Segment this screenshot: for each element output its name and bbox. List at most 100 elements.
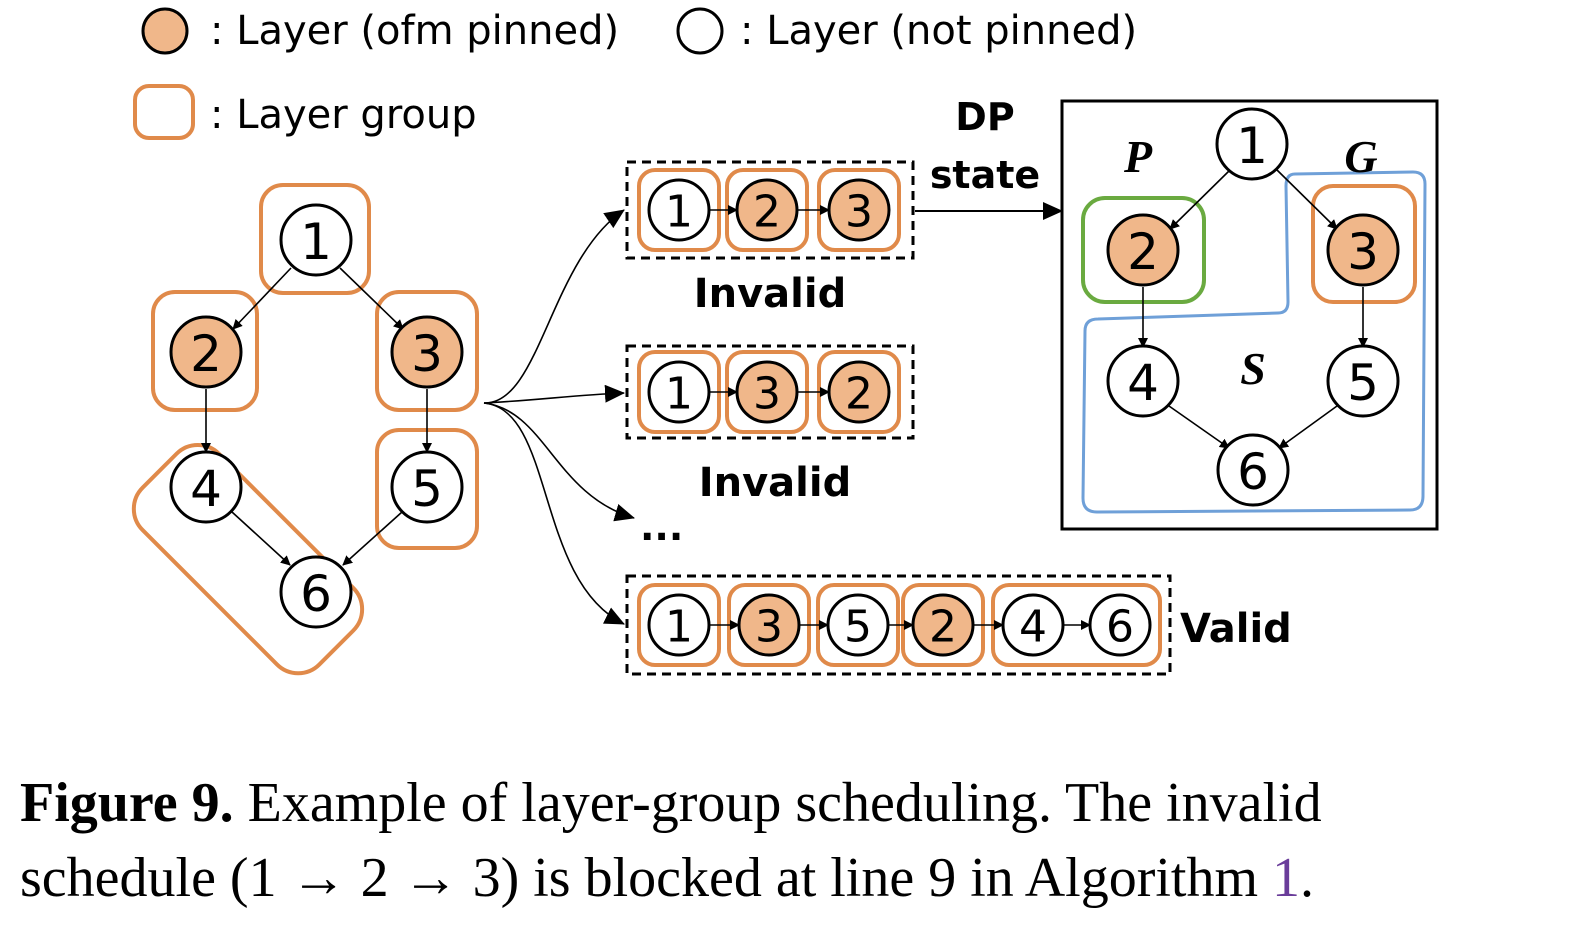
schedule-2-node-1: 1 (647, 360, 711, 424)
graph-node-1: 1 (279, 203, 353, 277)
dp-node-1-circle (1215, 107, 1289, 181)
dp-node-3-label: 3 (1347, 223, 1379, 281)
graph-node-4: 4 (169, 450, 243, 524)
group-box-1 (259, 183, 371, 295)
group-box-4-6 (131, 442, 365, 676)
schedule-1-node-1-circle (647, 178, 711, 242)
schedule-3-node-4: 2 (911, 593, 975, 657)
caption-end: . (1300, 847, 1315, 909)
schedule-3-node-3-circle (826, 593, 890, 657)
schedule-3-node-4-circle (911, 593, 975, 657)
dp-node-2-circle (1106, 213, 1180, 287)
caption-text-2: schedule (1 → 2 → 3) is blocked at line … (20, 847, 1273, 909)
legend-group-swatch (133, 84, 195, 140)
legend-pinned-swatch (141, 7, 189, 55)
dp-state-arrow-group: DP state (915, 95, 1063, 220)
schedule-3-node-1-label: 1 (665, 602, 693, 653)
schedule-2-frame (625, 344, 915, 440)
legend-pinned-label: : Layer (ofm pinned) (210, 8, 619, 54)
schedule-1-node-2: 2 (735, 178, 799, 242)
graph-node-1-label: 1 (300, 213, 332, 271)
schedule-3-node-3: 5 (826, 593, 890, 657)
schedule-3-node-6-circle (1088, 593, 1152, 657)
dp-edges (1138, 169, 1368, 449)
schedule-1-node-3-circle (827, 178, 891, 242)
graph-node-6: 6 (279, 555, 353, 629)
caption-line-2: schedule (1 → 2 → 3) is blocked at line … (20, 841, 1570, 916)
dp-node-2: 2 (1106, 213, 1180, 287)
schedule-1-node-2-circle (735, 178, 799, 242)
dp-node-1: 1 (1215, 107, 1289, 181)
schedule-3-node-5-label: 4 (1019, 602, 1047, 653)
graph-node-6-circle (279, 555, 353, 629)
schedule-3-node-6: 6 (1088, 593, 1152, 657)
dp-node-2-label: 2 (1127, 223, 1159, 281)
schedule-3-node-2-label: 3 (755, 602, 783, 653)
schedule-2-node-2-label: 3 (753, 369, 781, 420)
schedule-2-node-3: 2 (827, 360, 891, 424)
graph-node-5-circle (390, 450, 464, 524)
dp-node-1-label: 1 (1236, 117, 1268, 175)
dp-node-4: 4 (1106, 344, 1180, 418)
graph-node-2: 2 (169, 315, 243, 389)
dp-node-3: 3 (1326, 213, 1400, 287)
schedule-3-node-1: 1 (647, 593, 711, 657)
dp-g-group-box (1311, 184, 1417, 304)
schedule-3-node-5-circle (1001, 593, 1065, 657)
graph-node-5-label: 5 (411, 460, 443, 518)
dp-node-4-circle (1106, 344, 1180, 418)
schedule-2-node-3-label: 2 (845, 369, 873, 420)
dp-node-3-circle (1326, 213, 1400, 287)
graph-node-2-label: 2 (190, 325, 222, 383)
dp-nodes: 1 2 3 4 5 6 (1106, 107, 1400, 507)
schedule-2-status-label: Invalid (699, 460, 851, 506)
dp-s-label: S (1240, 343, 1266, 394)
fan-out-arrows (483, 209, 635, 625)
schedule-3-status-label: Valid (1180, 606, 1292, 652)
graph-node-1-circle (279, 203, 353, 277)
schedule-3-node-5: 4 (1001, 593, 1065, 657)
ellipsis: ... (640, 505, 683, 549)
dp-node-4-label: 4 (1127, 354, 1159, 412)
graph-node-4-circle (169, 450, 243, 524)
schedule-1-node-3: 3 (827, 178, 891, 242)
graph-node-5: 5 (390, 450, 464, 524)
graph-node-4-label: 4 (190, 460, 222, 518)
schedule-3-node-1-circle (647, 593, 711, 657)
dp-node-5: 5 (1326, 344, 1400, 418)
graph-nodes: 1 2 3 4 56 (169, 203, 464, 629)
schedule-3-node-2-circle (737, 593, 801, 657)
schedule-3-frame (625, 574, 1172, 676)
legend-not-pinned-swatch (676, 7, 724, 55)
schedule-2-node-3-circle (827, 360, 891, 424)
dp-node-5-label: 5 (1347, 354, 1379, 412)
group-box-2 (151, 290, 259, 412)
schedule-1-node-1-label: 1 (665, 187, 693, 238)
graph-node-3-circle (390, 315, 464, 389)
dp-node-5-circle (1326, 344, 1400, 418)
graph-node-3-label: 3 (411, 325, 443, 383)
schedule-1-node-3-label: 3 (845, 187, 873, 238)
schedule-3-node-6-label: 6 (1106, 602, 1134, 653)
schedule-2-node-1-label: 1 (665, 369, 693, 420)
algorithm-ref-link[interactable]: 1 (1272, 847, 1301, 909)
dp-label-line2: state (930, 153, 1040, 197)
dp-node-6-circle (1216, 433, 1290, 507)
graph-node-3: 3 (390, 315, 464, 389)
schedule-1-status-label: Invalid (694, 271, 846, 317)
legend-group-label: : Layer group (210, 92, 477, 138)
dp-g-label: G (1344, 131, 1377, 182)
schedule-1-frame (625, 160, 915, 260)
schedule-2-node-2: 3 (735, 360, 799, 424)
graph-edges (201, 267, 432, 566)
dp-node-6-label: 6 (1237, 443, 1269, 501)
legend-not-pinned-label: : Layer (not pinned) (740, 8, 1137, 54)
dp-p-label: P (1123, 131, 1153, 182)
layer-group-scheduling-diagram: .lbl { font-family: "DejaVu Sans", sans-… (131, 7, 1439, 676)
schedule-2-node-1-circle (647, 360, 711, 424)
schedule-2-node-2-circle (735, 360, 799, 424)
